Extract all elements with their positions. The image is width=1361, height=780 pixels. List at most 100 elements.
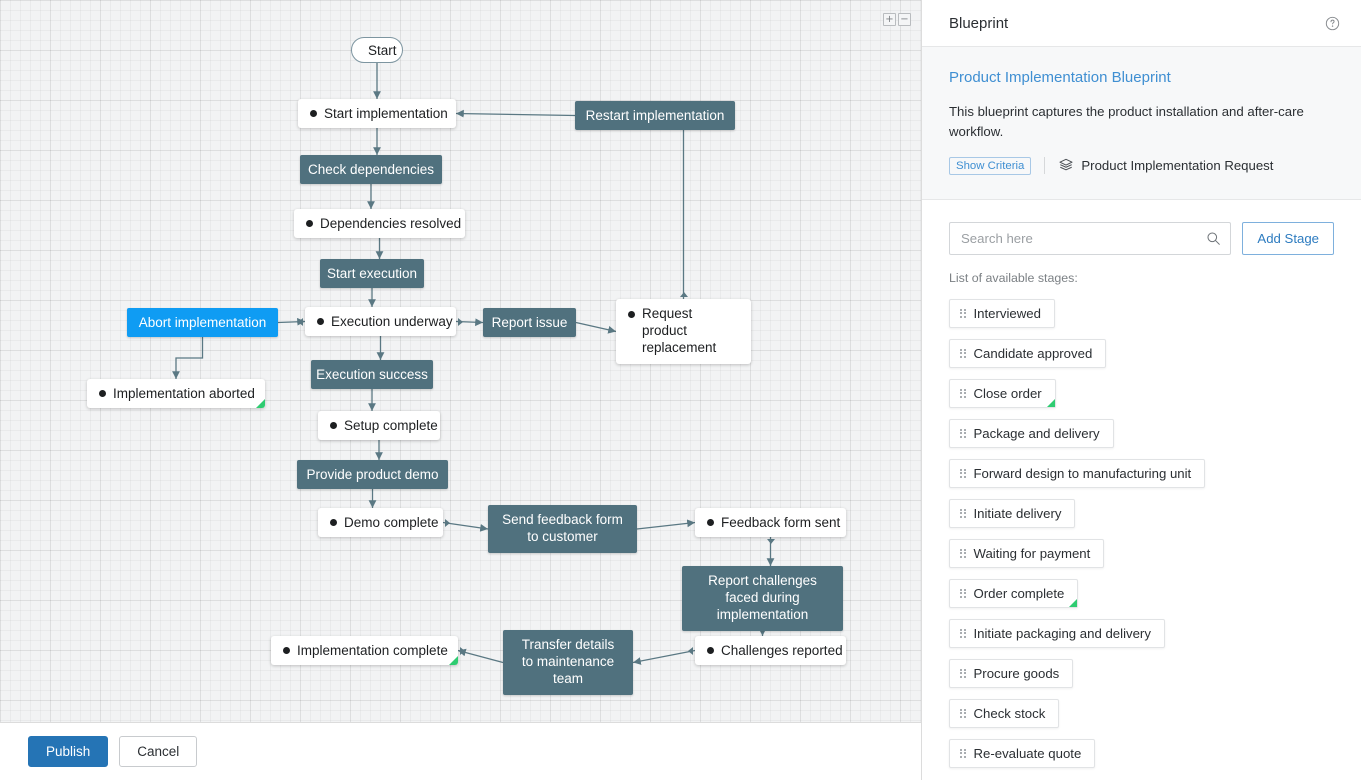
stage-chip[interactable]: Initiate packaging and delivery bbox=[949, 618, 1165, 648]
state-node-start[interactable]: Start bbox=[351, 37, 403, 63]
connector-t3-to-s5 bbox=[172, 337, 204, 379]
stage-chip[interactable]: Forward design to manufacturing unit bbox=[949, 458, 1206, 488]
zoom-in-button[interactable]: + bbox=[883, 13, 896, 26]
drag-handle-icon[interactable] bbox=[960, 708, 966, 718]
node-label: Execution success bbox=[316, 367, 428, 382]
zoom-out-button[interactable]: − bbox=[898, 13, 911, 26]
transition-node-restart-implementation[interactable]: Restart implementation bbox=[575, 101, 735, 130]
stage-chip[interactable]: Package and delivery bbox=[949, 418, 1114, 448]
stage-search-row: Add Stage bbox=[949, 221, 1334, 255]
stage-chip[interactable]: Close order bbox=[949, 378, 1056, 408]
publish-button[interactable]: Publish bbox=[28, 736, 109, 767]
transition-node-send-feedback-form-to-customer[interactable]: Send feedback form to customer bbox=[488, 505, 637, 553]
stage-chip-label: Order complete bbox=[973, 585, 1065, 601]
stages-caption: List of available stages: bbox=[949, 270, 1078, 285]
side-panel-header: Blueprint bbox=[922, 0, 1361, 47]
search-input[interactable] bbox=[950, 222, 1231, 254]
state-node-demo-complete[interactable]: Demo complete bbox=[318, 508, 443, 537]
stage-chip-label: Close order bbox=[973, 385, 1042, 401]
node-label: Start bbox=[368, 42, 397, 58]
end-state-marker-icon bbox=[1046, 398, 1055, 407]
stage-chip[interactable]: Initiate delivery bbox=[949, 498, 1076, 528]
drag-handle-icon[interactable] bbox=[960, 628, 966, 638]
stage-chip-label: Check stock bbox=[973, 705, 1046, 721]
stage-chip[interactable]: Waiting for payment bbox=[949, 538, 1105, 568]
connector-port-right-icon bbox=[445, 518, 450, 527]
connector-port-down-icon bbox=[766, 539, 775, 544]
node-label: Provide product demo bbox=[306, 467, 439, 482]
stage-chip[interactable]: Re-evaluate quote bbox=[949, 738, 1096, 768]
connector-s9-to-t10 bbox=[632, 649, 696, 665]
state-bullet-icon bbox=[306, 220, 313, 227]
drag-handle-icon[interactable] bbox=[960, 308, 966, 318]
connector-port-right-icon bbox=[458, 317, 463, 326]
stage-chip-label: Package and delivery bbox=[973, 425, 1100, 441]
transition-node-start-execution[interactable]: Start execution bbox=[320, 259, 424, 288]
node-label: Implementation complete bbox=[297, 643, 448, 658]
add-stage-button[interactable]: Add Stage bbox=[1242, 221, 1334, 255]
blueprint-description: This blueprint captures the product inst… bbox=[949, 104, 1304, 139]
stage-chip[interactable]: Procure goods bbox=[949, 658, 1074, 688]
zoom-controls: + − bbox=[883, 13, 911, 26]
end-state-marker-icon bbox=[1069, 598, 1078, 607]
search-input-wrapper[interactable] bbox=[949, 221, 1232, 255]
connector-s4-to-t5 bbox=[575, 111, 685, 299]
state-node-request-product-replacement[interactable]: Request product replacement bbox=[616, 299, 751, 364]
state-bullet-icon bbox=[99, 390, 106, 397]
transition-node-report-challenges-faced-during-implementation[interactable]: Report challenges faced during implement… bbox=[682, 566, 843, 631]
stage-chip[interactable]: Candidate approved bbox=[949, 338, 1107, 368]
stage-chip-label: Candidate approved bbox=[973, 345, 1093, 361]
stage-chip-label: Initiate packaging and delivery bbox=[973, 625, 1151, 641]
state-node-setup-complete[interactable]: Setup complete bbox=[318, 411, 440, 440]
node-label: Abort implementation bbox=[138, 315, 267, 330]
drag-handle-icon[interactable] bbox=[960, 588, 966, 598]
state-bullet-icon bbox=[330, 422, 337, 429]
transition-node-abort-implementation[interactable]: Abort implementation bbox=[127, 308, 278, 337]
connector-t5-to-s1 bbox=[455, 109, 576, 118]
drag-handle-icon[interactable] bbox=[960, 468, 966, 478]
transition-node-execution-success[interactable]: Execution success bbox=[311, 360, 433, 389]
stage-chip-label: Forward design to manufacturing unit bbox=[973, 465, 1192, 481]
cancel-button[interactable]: Cancel bbox=[119, 736, 198, 767]
panel-title: Blueprint bbox=[949, 14, 1009, 32]
transition-node-transfer-details-to-maintenance-team[interactable]: Transfer details to maintenance team bbox=[503, 630, 633, 695]
node-label: Restart implementation bbox=[585, 108, 725, 123]
help-circle-icon[interactable] bbox=[1325, 16, 1340, 31]
drag-handle-icon[interactable] bbox=[960, 388, 966, 398]
stage-chip-label: Re-evaluate quote bbox=[973, 745, 1082, 761]
blueprint-meta-row: Show Criteria Product Implementation Req… bbox=[949, 156, 1334, 175]
state-node-feedback-form-sent[interactable]: Feedback form sent bbox=[695, 508, 846, 537]
node-label: Implementation aborted bbox=[113, 386, 255, 401]
drag-handle-icon[interactable] bbox=[960, 508, 966, 518]
state-node-challenges-reported[interactable]: Challenges reported bbox=[695, 636, 846, 665]
state-node-start-implementation[interactable]: Start implementation bbox=[298, 99, 456, 128]
state-node-implementation-aborted[interactable]: Implementation aborted bbox=[87, 379, 265, 408]
transition-node-provide-product-demo[interactable]: Provide product demo bbox=[297, 460, 448, 489]
state-node-execution-underway[interactable]: Execution underway bbox=[305, 307, 456, 336]
state-node-dependencies-resolved[interactable]: Dependencies resolved bbox=[294, 209, 465, 238]
drag-handle-icon[interactable] bbox=[960, 428, 966, 438]
transition-node-check-dependencies[interactable]: Check dependencies bbox=[300, 155, 442, 184]
state-bullet-icon bbox=[707, 647, 714, 654]
drag-handle-icon[interactable] bbox=[960, 348, 966, 358]
blueprint-name-link[interactable]: Product Implementation Blueprint bbox=[949, 69, 1171, 86]
stage-chip[interactable]: Interviewed bbox=[949, 298, 1055, 328]
search-icon[interactable] bbox=[1206, 231, 1221, 246]
drag-handle-icon[interactable] bbox=[960, 748, 966, 758]
show-criteria-button[interactable]: Show Criteria bbox=[949, 156, 1032, 175]
stage-chip[interactable]: Check stock bbox=[949, 698, 1060, 728]
state-bullet-icon bbox=[283, 647, 290, 654]
node-label: Check dependencies bbox=[307, 162, 435, 177]
state-bullet-icon bbox=[317, 318, 324, 325]
layers-icon bbox=[1058, 157, 1074, 175]
drag-handle-icon[interactable] bbox=[960, 668, 966, 678]
stage-chip[interactable]: Order complete bbox=[949, 578, 1079, 608]
drag-handle-icon[interactable] bbox=[960, 548, 966, 558]
node-label: Send feedback form to customer bbox=[502, 512, 623, 544]
meta-divider bbox=[1044, 157, 1046, 175]
state-node-implementation-complete[interactable]: Implementation complete bbox=[271, 636, 458, 665]
transition-node-report-issue[interactable]: Report issue bbox=[483, 308, 576, 337]
module-reference: Product Implementation Request bbox=[1058, 157, 1273, 175]
